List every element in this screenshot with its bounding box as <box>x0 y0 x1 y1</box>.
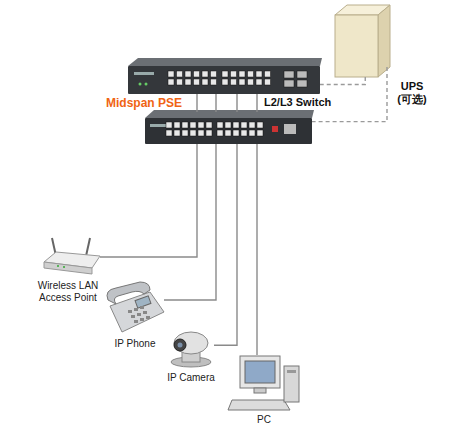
port <box>168 79 174 85</box>
port <box>241 130 247 136</box>
device-label: PC <box>234 414 294 426</box>
device-label: UPS (可选) <box>393 80 431 106</box>
port <box>265 79 271 85</box>
port <box>206 122 212 128</box>
port <box>249 130 255 136</box>
switch-node: L2/L3 Switch <box>128 60 320 94</box>
port <box>177 79 183 85</box>
port <box>217 130 223 136</box>
ip-phone-node: IP Phone <box>106 284 164 334</box>
pc-illustration <box>228 356 299 410</box>
port <box>231 79 237 85</box>
ip-camera-node: IP Camera <box>168 330 214 368</box>
port <box>233 130 239 136</box>
port <box>256 79 262 85</box>
port <box>248 71 254 77</box>
device-label: Midspan PSE <box>106 96 192 110</box>
power-line <box>312 67 387 122</box>
port <box>241 122 247 128</box>
port <box>182 130 188 136</box>
port <box>177 71 183 77</box>
uplink-port <box>284 80 294 87</box>
port <box>174 130 180 136</box>
port <box>190 122 196 128</box>
port <box>185 79 191 85</box>
network-cable <box>100 144 197 257</box>
port <box>257 122 263 128</box>
uplink-port <box>284 71 294 78</box>
port <box>211 71 217 77</box>
port <box>202 71 208 77</box>
ip-phone-illustration <box>107 282 164 332</box>
network-cable <box>196 94 197 112</box>
power-line <box>320 77 365 84</box>
port <box>231 71 237 77</box>
port <box>256 71 262 77</box>
network-cable <box>214 144 237 345</box>
port <box>198 122 204 128</box>
port <box>225 122 231 128</box>
ups-node: UPS (可选) <box>335 5 390 77</box>
ip-camera-illustration <box>171 332 211 367</box>
device-label: L2/L3 Switch <box>264 96 354 109</box>
uplink-port <box>297 80 307 87</box>
port <box>202 79 208 85</box>
port <box>194 71 200 77</box>
uplink-port <box>297 71 307 78</box>
port <box>257 130 263 136</box>
access-point-node: Wireless LAN Access Point <box>42 238 100 276</box>
port <box>206 130 212 136</box>
port <box>222 79 228 85</box>
network-cable <box>215 94 216 112</box>
port <box>198 130 204 136</box>
port <box>174 122 180 128</box>
port <box>239 79 245 85</box>
port <box>233 122 239 128</box>
access-point-illustration <box>44 238 100 274</box>
port <box>265 71 271 77</box>
port <box>168 71 174 77</box>
port <box>166 130 172 136</box>
pse-node: Midspan PSE <box>145 112 312 144</box>
pse-illustration <box>145 110 314 144</box>
port <box>166 122 172 128</box>
port <box>182 122 188 128</box>
switch-illustration <box>128 58 322 94</box>
port <box>211 79 217 85</box>
port <box>248 79 254 85</box>
ups-illustration <box>335 5 390 77</box>
network-cable <box>256 94 257 112</box>
device-label: IP Phone <box>98 338 172 350</box>
port <box>225 130 231 136</box>
network-cable <box>256 144 257 355</box>
port <box>190 130 196 136</box>
port <box>194 79 200 85</box>
port <box>239 71 245 77</box>
device-label: IP Camera <box>148 372 234 384</box>
port <box>217 122 223 128</box>
port <box>222 71 228 77</box>
network-cable <box>236 94 237 112</box>
network-cable <box>164 144 216 300</box>
device-label: Wireless LAN Access Point <box>27 280 109 304</box>
port <box>249 122 255 128</box>
pc-node: PC <box>228 355 300 411</box>
port <box>185 71 191 77</box>
